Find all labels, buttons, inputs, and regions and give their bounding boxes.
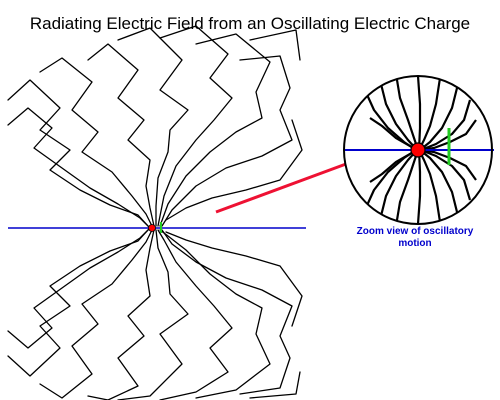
zoom-view [343,75,494,225]
field-line [39,229,153,399]
zoom-field-line [419,149,460,217]
field-line [249,371,301,399]
zoom-field-line [418,149,442,223]
field-line [159,33,271,227]
zoom-caption: Zoom view of oscillatory motion [356,226,474,249]
zoom-field-line [419,83,460,151]
field-lines-main [7,25,303,400]
field-line [7,229,149,377]
field-line [87,229,155,400]
field-line [165,119,303,221]
field-line [161,229,293,395]
field-line [7,227,151,349]
zoom-field-line [416,149,422,224]
zoom-field-line [420,148,472,201]
page-title: Radiating Electric Field from an Oscilla… [29,14,471,33]
field-line [165,231,303,327]
zoom-field-line [394,149,420,224]
zoom-charge-icon [410,142,426,158]
charge-icon [148,224,156,232]
zoom-pointer-line [215,162,347,214]
field-line [7,107,151,229]
field-line [157,229,233,400]
zoom-field-line [420,99,472,152]
field-line [87,43,155,227]
zoom-field-line [378,79,418,151]
field-line [117,27,189,227]
field-line [7,79,149,227]
zoom-circle-outline [343,75,493,225]
field-line [161,55,293,227]
zoom-field-line [394,76,420,151]
field-line [39,57,153,227]
zoom-field-line [378,149,418,221]
field-line [249,29,301,61]
field-line [117,229,189,400]
zoom-field-line [418,77,442,151]
field-line [159,229,271,399]
zoom-field-line [416,76,422,151]
